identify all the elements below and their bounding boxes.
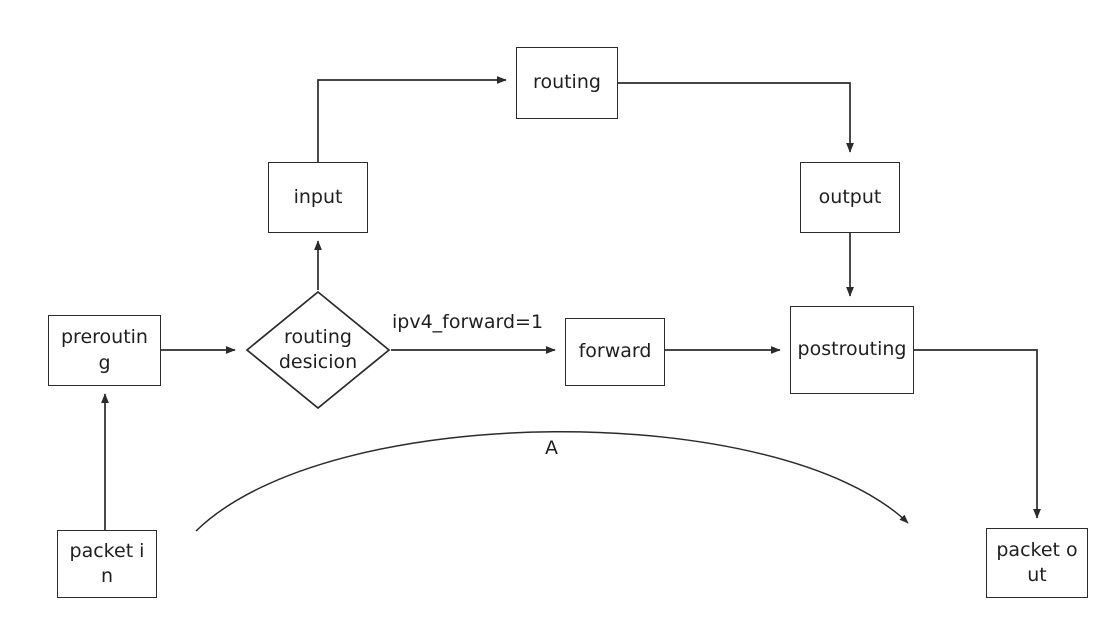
node-postrouting-label: postrouting [797, 338, 907, 361]
node-postrouting[interactable]: postrouting [790, 306, 914, 394]
node-input-label: input [293, 185, 343, 208]
node-routing-desicion[interactable]: routing desicion [245, 290, 391, 410]
node-forward-label: forward [578, 340, 652, 363]
node-routing-label: routing [533, 71, 601, 94]
edge-arc-a [195, 431, 909, 532]
node-output-label: output [818, 185, 882, 208]
node-packet-out[interactable]: packet out [986, 528, 1088, 598]
node-output[interactable]: output [800, 162, 900, 233]
arc-label-a: A [545, 437, 558, 459]
node-packet-in-label: packet in [69, 539, 145, 587]
node-prerouting[interactable]: prerouting [48, 315, 161, 386]
node-routing[interactable]: routing [516, 47, 618, 119]
edge-label-ipv4-forward: ipv4_forward=1 [392, 311, 544, 333]
node-packet-out-label: packet out [996, 538, 1078, 586]
edge-routing-to-output [618, 82, 854, 153]
edge-postrouting-to-packet-out [914, 349, 1041, 519]
edge-input-to-routing [317, 76, 507, 162]
node-packet-in[interactable]: packet in [57, 530, 157, 598]
node-input[interactable]: input [268, 162, 368, 233]
node-forward[interactable]: forward [565, 318, 665, 386]
diamond-shape [245, 290, 391, 410]
node-prerouting-label: prerouting [61, 326, 148, 374]
